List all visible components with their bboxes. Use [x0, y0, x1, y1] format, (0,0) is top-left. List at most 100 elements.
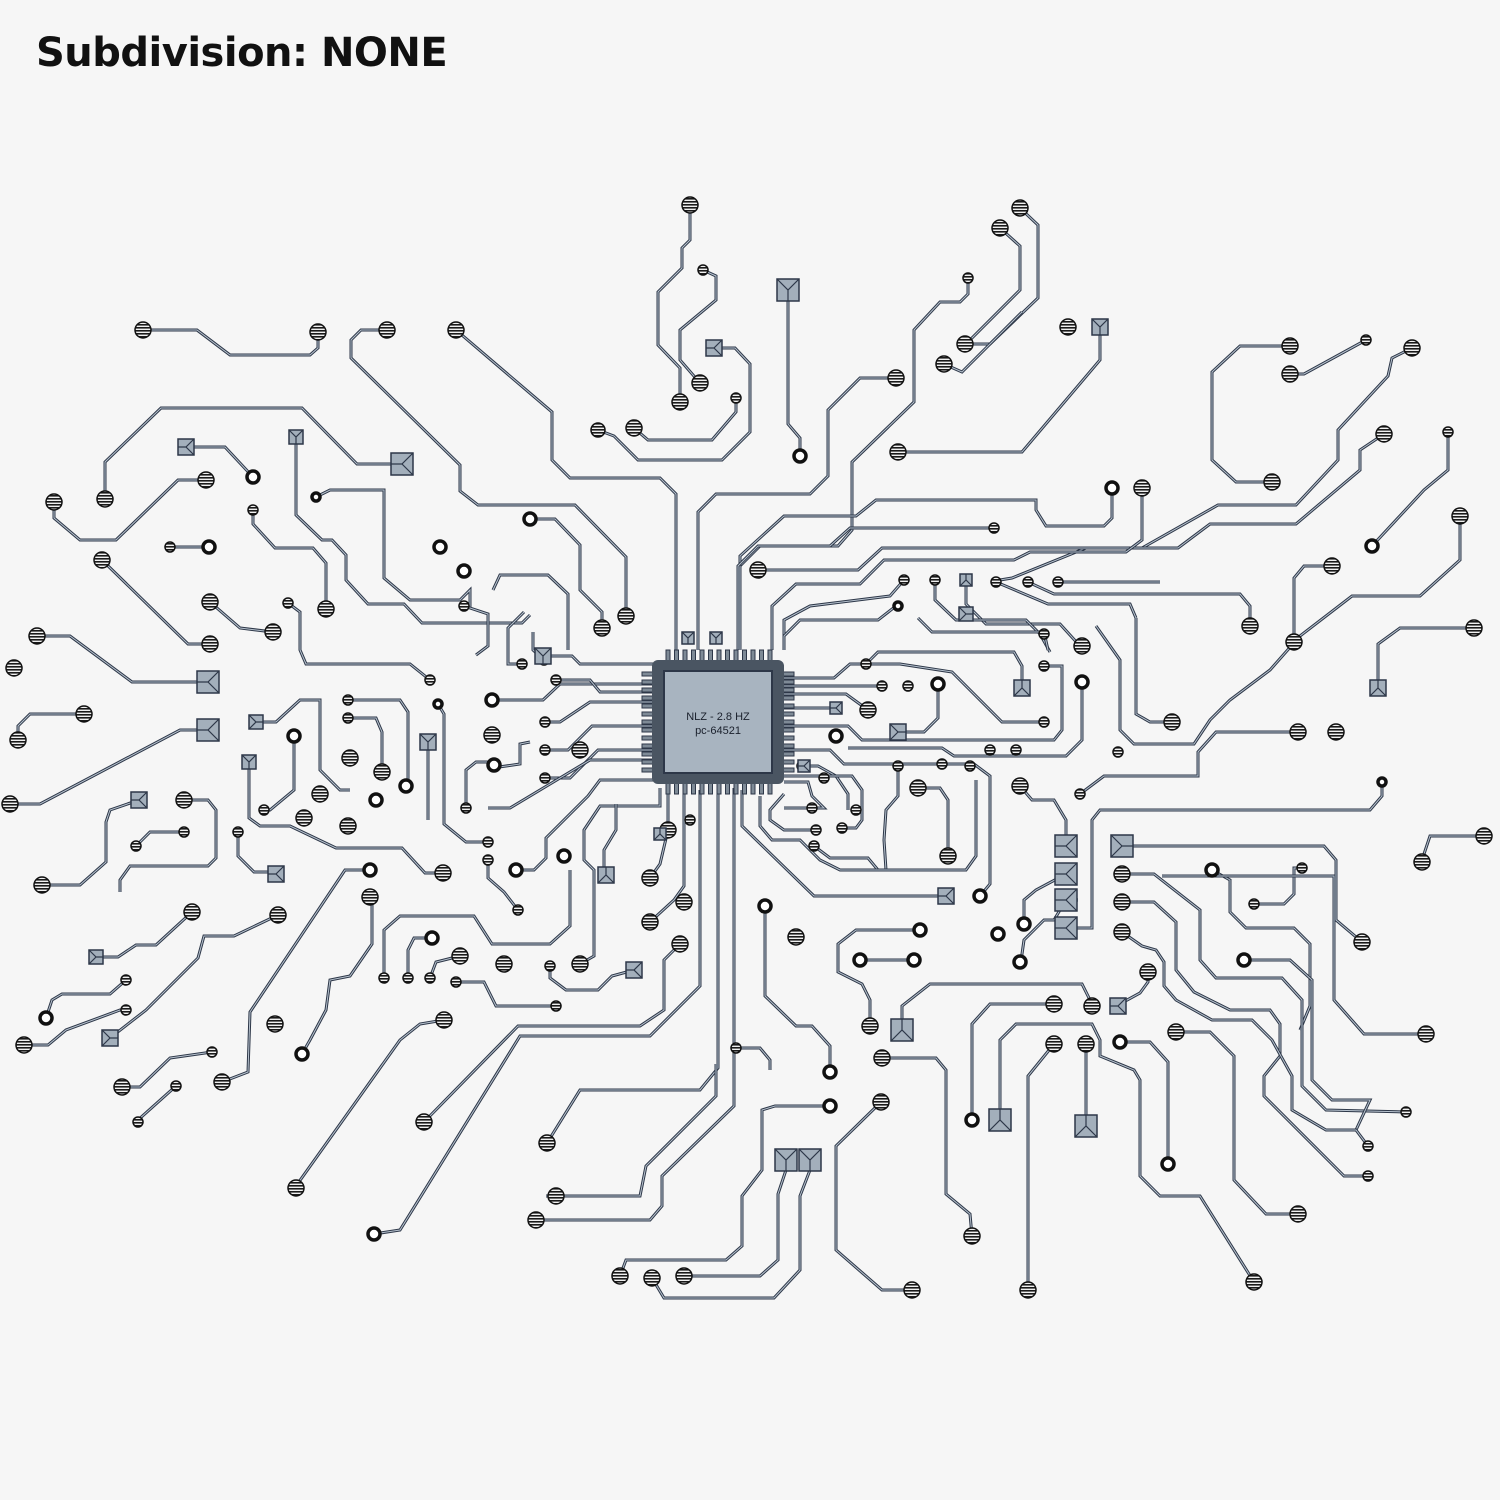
solder-pad — [547, 1187, 565, 1205]
trace — [456, 980, 556, 1008]
trace-highlight — [750, 433, 1385, 571]
trace-highlight — [237, 832, 276, 873]
trace-highlight — [1122, 901, 1368, 1177]
solder-pad — [341, 749, 359, 767]
trace-highlight — [787, 290, 801, 456]
solder-pad — [232, 826, 244, 838]
trace — [750, 432, 1385, 572]
solder-pad — [482, 836, 494, 848]
solder-pad — [671, 935, 689, 953]
solder-pad — [860, 658, 872, 670]
solder-pad — [450, 976, 462, 988]
component-pad — [705, 339, 723, 357]
trace-highlight — [1095, 516, 1461, 745]
trace — [436, 703, 488, 844]
via-ring — [792, 448, 808, 464]
component-pad — [1109, 997, 1127, 1015]
solder-pad — [1241, 617, 1259, 635]
trace — [999, 346, 1413, 582]
via-ring — [201, 539, 217, 555]
cpu-chip: NLZ - 2.8 HZ pc-64521 — [652, 660, 784, 784]
trace-highlight — [104, 407, 402, 499]
trace-highlight — [837, 929, 920, 1026]
solder-pad — [963, 1227, 981, 1245]
trace-highlight — [1122, 873, 1407, 1113]
solder-pad — [311, 785, 329, 803]
solder-pad — [93, 551, 111, 569]
trace — [964, 580, 1082, 648]
solder-pad — [197, 471, 215, 489]
via-ring — [294, 1046, 310, 1062]
solder-pad — [749, 561, 767, 579]
component-pad — [177, 438, 195, 456]
solder-pad — [295, 809, 313, 827]
trace — [1162, 874, 1426, 1036]
trace — [294, 1018, 445, 1187]
solder-pad — [571, 955, 589, 973]
solder-pad — [1038, 628, 1050, 640]
trace-highlight — [530, 518, 603, 628]
trace-highlight — [137, 1085, 177, 1121]
solder-pad — [201, 635, 219, 653]
component-pad — [390, 452, 414, 476]
trace-highlight — [348, 717, 383, 772]
solder-pad — [539, 744, 551, 756]
trace — [1290, 338, 1367, 376]
solder-pad — [730, 392, 742, 404]
trace-highlight — [1027, 581, 1251, 626]
via-ring — [1364, 538, 1380, 554]
solder-pad — [675, 1267, 693, 1285]
trace — [784, 748, 992, 897]
trace-highlight — [248, 762, 443, 874]
component-pad — [196, 718, 220, 742]
via-ring — [432, 539, 448, 555]
solder-pad — [681, 196, 699, 214]
via-ring — [424, 930, 440, 946]
component-pad — [248, 714, 264, 730]
via-ring — [398, 778, 414, 794]
trace-highlight — [917, 617, 1049, 651]
trace-highlight — [1019, 785, 1067, 846]
solder-pad — [691, 374, 709, 392]
solder-pad — [1413, 853, 1431, 871]
solder-pad — [1400, 1106, 1412, 1118]
trace — [488, 758, 660, 810]
via-ring — [822, 1098, 838, 1114]
trace-highlight — [96, 911, 193, 958]
via-ring — [964, 1112, 980, 1128]
solder-pad — [936, 758, 948, 770]
solder-pad — [495, 955, 513, 973]
trace-highlight — [995, 581, 1137, 619]
trace-highlight — [209, 601, 274, 633]
trace-highlight — [1211, 869, 1311, 1031]
solder-pad — [266, 1015, 284, 1033]
trace-highlight — [295, 437, 531, 624]
solder-pad — [1077, 1035, 1095, 1053]
solder-pad — [1442, 426, 1454, 438]
trace-highlight — [633, 398, 737, 441]
trace-highlight — [122, 1051, 213, 1088]
trace — [995, 580, 1138, 619]
trace — [186, 445, 255, 479]
trace-highlight — [101, 559, 210, 645]
component-pad — [959, 573, 973, 587]
trace-highlight — [1121, 931, 1369, 1147]
trace-highlight — [256, 699, 350, 791]
traces-layer — [10, 205, 1484, 1300]
trace — [1134, 618, 1172, 724]
trace — [964, 226, 1022, 346]
trace-highlight — [295, 1019, 445, 1187]
trace — [491, 573, 570, 650]
trace — [209, 600, 274, 634]
solder-pad — [164, 541, 176, 553]
solder-pad — [641, 913, 659, 931]
via-ring — [757, 898, 773, 914]
trace-highlight — [657, 205, 691, 402]
solder-pad — [342, 712, 354, 724]
solder-pad — [1038, 716, 1050, 728]
solder-pad — [132, 1116, 144, 1128]
trace — [542, 654, 660, 666]
solder-pad — [206, 1046, 218, 1058]
trace — [382, 870, 572, 978]
